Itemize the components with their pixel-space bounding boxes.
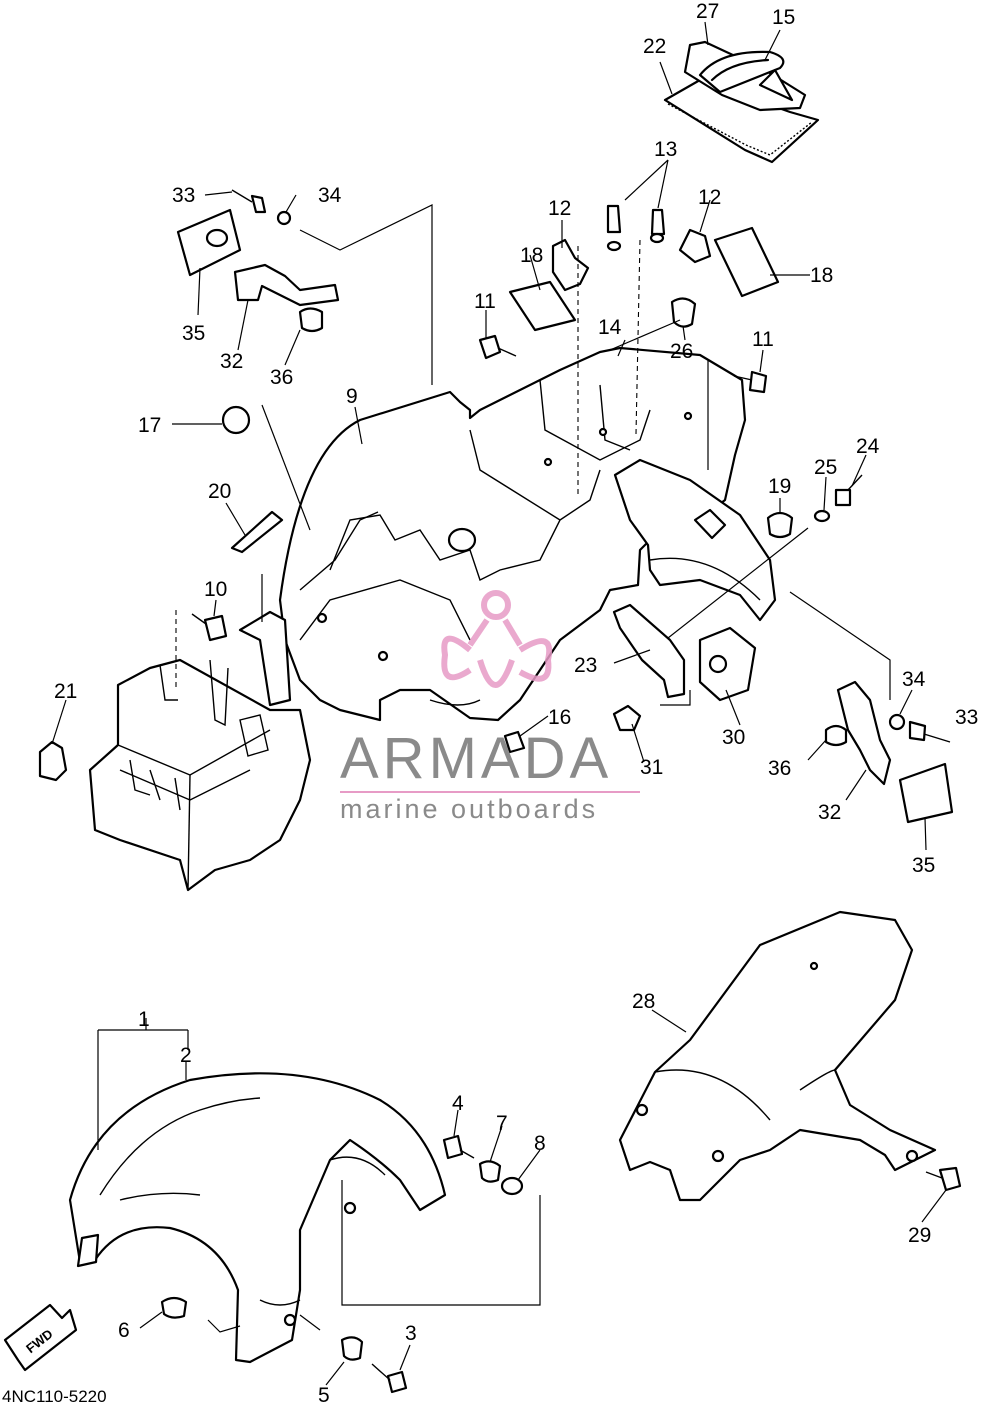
front-fender [68, 1072, 447, 1364]
callout-23: 23 [574, 654, 597, 677]
callout-32b: 32 [818, 801, 841, 824]
callout-8: 8 [534, 1132, 546, 1155]
bolt-11-left [478, 334, 517, 360]
callout-2: 2 [180, 1044, 192, 1067]
callout-5: 5 [318, 1384, 330, 1407]
callout-35a: 35 [182, 322, 205, 345]
leader-lines [51, 21, 947, 1386]
callout-26: 26 [670, 340, 693, 363]
rear-fender-body [278, 346, 747, 722]
callout-36b: 36 [768, 757, 791, 780]
callout-18b: 18 [810, 264, 833, 287]
battery-box [88, 658, 312, 892]
callout-34b: 34 [902, 668, 926, 691]
seat-pad-assembly [663, 40, 820, 164]
callout-36a: 36 [270, 366, 293, 389]
callout-31: 31 [640, 756, 663, 779]
callout-10: 10 [204, 578, 227, 601]
callout-34a: 34 [318, 184, 342, 207]
callout-25: 25 [814, 456, 837, 479]
callout-29: 29 [908, 1224, 931, 1247]
callout-labels: 27 15 22 13 12 12 18 18 33 34 35 32 36 1… [54, 0, 978, 1407]
callout-21: 21 [54, 680, 77, 703]
callout-24: 24 [856, 435, 880, 458]
armada-logo-icon [441, 590, 553, 688]
watermark-tagline: marine outboards [340, 794, 598, 824]
callout-3: 3 [405, 1322, 417, 1345]
top-fasteners [508, 204, 780, 332]
callout-20: 20 [208, 480, 231, 503]
callout-28: 28 [632, 990, 655, 1013]
callout-6: 6 [118, 1319, 130, 1342]
callout-27: 27 [696, 0, 719, 23]
callout-17: 17 [138, 414, 161, 437]
callout-33b: 33 [955, 706, 978, 729]
rear-mudguard [618, 910, 962, 1202]
fender-side-plate [613, 458, 777, 622]
callout-22: 22 [643, 35, 666, 58]
callout-7: 7 [496, 1112, 508, 1135]
callout-16: 16 [548, 706, 571, 729]
diagram-code: 4NC110-5220 [2, 1387, 107, 1406]
callout-11b: 11 [752, 328, 774, 351]
small-parts [38, 405, 863, 782]
right-reflector-bracket [824, 680, 954, 824]
callout-12a: 12 [548, 197, 571, 220]
reference-lines [97, 204, 891, 1333]
callout-4: 4 [452, 1092, 464, 1115]
callout-19: 19 [768, 475, 791, 498]
callout-35b: 35 [912, 854, 935, 877]
left-reflector-bracket [176, 189, 340, 333]
callout-13: 13 [654, 138, 677, 161]
fwd-arrow-icon [3, 1303, 78, 1372]
fender-strut [238, 511, 379, 707]
callout-33a: 33 [172, 184, 195, 207]
callout-12b: 12 [698, 186, 721, 209]
right-bracket-assembly [612, 603, 757, 732]
armada-watermark: ARMADA marine outboards [340, 590, 640, 824]
callout-18a: 18 [520, 244, 543, 267]
callout-15: 15 [772, 6, 795, 29]
callout-32a: 32 [220, 350, 243, 373]
bolt-11-right [733, 370, 768, 394]
watermark-brand: ARMADA [340, 726, 612, 791]
callout-11a: 11 [474, 290, 496, 313]
callout-14: 14 [598, 316, 622, 339]
callout-9: 9 [346, 385, 358, 408]
front-fender-fasteners [160, 1134, 524, 1394]
callout-1: 1 [138, 1008, 150, 1031]
callout-30: 30 [722, 726, 745, 749]
